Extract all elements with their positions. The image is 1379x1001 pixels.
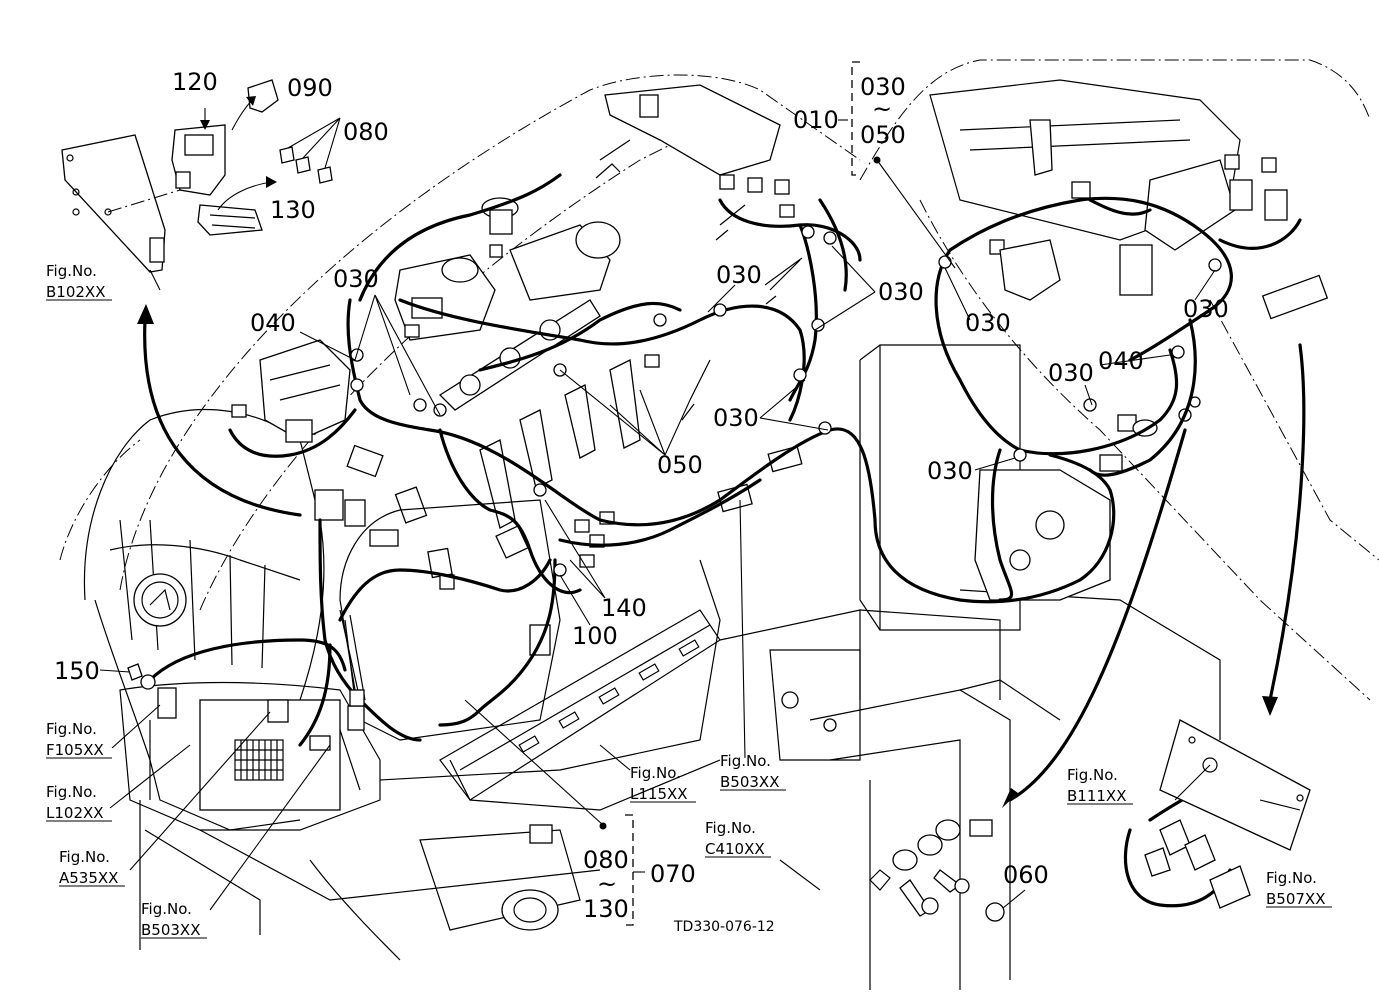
clamps xyxy=(127,225,1222,751)
relay-2 xyxy=(1264,189,1288,221)
leader-lines xyxy=(99,61,1301,926)
callout-070: 070 xyxy=(650,860,696,888)
callout-040-b: 040 xyxy=(1098,347,1144,375)
figref-label: Fig.No. xyxy=(1067,766,1118,784)
figref-b507: Fig.No. B507XX xyxy=(1266,869,1332,908)
fuse-block xyxy=(1261,274,1329,320)
figref-label: Fig.No. xyxy=(1266,869,1317,887)
figref-label: Fig.No. xyxy=(705,819,756,837)
callout-040-a: 040 xyxy=(250,309,296,337)
figref-code: B503XX xyxy=(720,773,779,791)
bracket-f105 xyxy=(157,687,177,719)
callout-tilde-2: ~ xyxy=(597,870,617,898)
ecu xyxy=(1144,159,1236,251)
figref-a535: Fig.No. A535XX xyxy=(59,848,125,887)
figref-label: Fig.No. xyxy=(46,720,97,738)
ecu-connector xyxy=(1119,244,1153,296)
figref-code: A535XX xyxy=(59,869,118,887)
figure-references: Fig.No. B102XX Fig.No. F105XX Fig.No. L1… xyxy=(46,262,1332,939)
figref-code: B503XX xyxy=(141,921,200,939)
figref-b503-left: Fig.No. B503XX xyxy=(141,900,207,939)
pressure-sensor xyxy=(999,239,1061,301)
figref-code: L115XX xyxy=(630,785,688,803)
figref-f105: Fig.No. F105XX xyxy=(46,720,112,759)
fuse-board xyxy=(61,134,166,273)
relay-connector xyxy=(314,489,344,521)
callout-030-c: 030 xyxy=(878,278,924,306)
fuse-board-inset xyxy=(61,79,341,273)
callout-030-g: 030 xyxy=(713,404,759,432)
relay-bracket-inset xyxy=(1144,719,1311,909)
callout-050-range-end: 050 xyxy=(860,121,906,149)
figref-code: F105XX xyxy=(46,741,104,759)
figref-code: L102XX xyxy=(46,804,104,822)
callout-130: 130 xyxy=(270,196,316,224)
callout-030-h: 030 xyxy=(927,457,973,485)
figref-label: Fig.No. xyxy=(720,752,771,770)
relay-bracket xyxy=(1159,719,1311,851)
drawing-code: TD330-076-12 xyxy=(673,919,775,935)
callout-tilde: ~ xyxy=(872,95,892,123)
figref-code: C410XX xyxy=(705,840,765,858)
figref-label: Fig.No. xyxy=(46,783,97,801)
figref-l102: Fig.No. L102XX xyxy=(46,783,112,822)
callout-030-b: 030 xyxy=(716,261,762,289)
fuses-080 xyxy=(279,146,333,184)
figref-b111: Fig.No. B111XX xyxy=(1067,766,1133,805)
callout-030-d: 030 xyxy=(965,309,1011,337)
callout-150: 150 xyxy=(54,657,100,685)
engine-components xyxy=(231,84,1329,741)
callout-030-e: 030 xyxy=(1183,295,1229,323)
callout-090: 090 xyxy=(287,74,333,102)
figref-c410: Fig.No. C410XX xyxy=(705,819,771,858)
figref-label: Fig.No. xyxy=(630,764,681,782)
callout-080-range-start: 080 xyxy=(583,846,629,874)
callout-030-range-start: 030 xyxy=(860,73,906,101)
callout-labels: 120 090 080 130 010 030 ~ 050 030 040 03… xyxy=(54,68,1229,923)
relay-1 xyxy=(1229,179,1253,211)
figref-code: B102XX xyxy=(46,283,105,301)
terminals-060 xyxy=(869,819,1005,922)
callout-030-a: 030 xyxy=(333,265,379,293)
fuse-090 xyxy=(247,79,279,113)
callout-130-range-end: 130 xyxy=(583,895,629,923)
callout-010: 010 xyxy=(793,106,839,134)
figref-label: Fig.No. xyxy=(141,900,192,918)
reference-arrows xyxy=(137,304,1306,808)
figref-label: Fig.No. xyxy=(46,262,97,280)
figref-code: B507XX xyxy=(1266,890,1325,908)
figref-b503-mid: Fig.No. B503XX xyxy=(720,752,786,791)
figref-l115: Fig.No. L115XX xyxy=(630,764,696,803)
callout-050: 050 xyxy=(657,451,703,479)
callout-080: 080 xyxy=(343,118,389,146)
upper-bracket xyxy=(604,84,781,176)
fuse-block-130 xyxy=(197,204,263,236)
bolt-060 xyxy=(985,902,1005,922)
callout-060: 060 xyxy=(1003,861,1049,889)
bolt-150 xyxy=(127,663,143,681)
glow-plugs xyxy=(595,139,801,421)
callout-120: 120 xyxy=(172,68,218,96)
callout-140: 140 xyxy=(601,594,647,622)
figref-code: B111XX xyxy=(1067,787,1126,805)
figref-b102: Fig.No. B102XX xyxy=(46,262,112,301)
figref-label: Fig.No. xyxy=(59,848,110,866)
callout-100: 100 xyxy=(572,622,618,650)
callout-030-f: 030 xyxy=(1048,359,1094,387)
